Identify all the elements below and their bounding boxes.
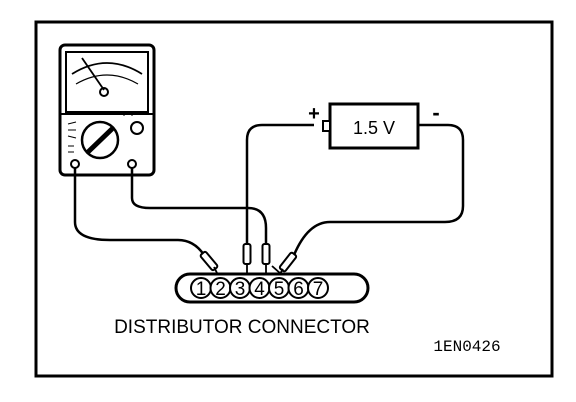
wires [73, 123, 465, 256]
battery-plus-sign: + [308, 103, 320, 125]
connector-pin-label-7: 7 [313, 279, 324, 300]
connector-pin-label-2: 2 [215, 279, 226, 300]
multimeter-icon [58, 43, 156, 177]
figure-code: 1EN0426 [433, 338, 500, 356]
connector-pin-label-4: 4 [254, 279, 265, 300]
battery-positive-lead [245, 123, 314, 244]
connector-label: DISTRIBUTOR CONNECTOR [114, 317, 370, 338]
diagram-frame [34, 20, 554, 378]
connector-pin-label-1: 1 [196, 279, 207, 300]
meter-left-lead [73, 168, 206, 256]
connector-pin-label-3: 3 [235, 279, 246, 300]
battery-voltage-label: 1.5 V [353, 118, 395, 138]
battery-negative-lead [292, 123, 465, 256]
meter-right-lead [130, 168, 268, 244]
connector-pin-label-6: 6 [293, 279, 304, 300]
connector-pin-7 [307, 277, 329, 299]
battery-minus-sign: - [432, 100, 439, 125]
probe-tip-2 [242, 243, 252, 265]
battery-icon [322, 102, 420, 150]
probe-tip-4 [278, 251, 298, 273]
probe-tip-3 [261, 243, 271, 265]
connector-pin-label-5: 5 [274, 279, 285, 300]
